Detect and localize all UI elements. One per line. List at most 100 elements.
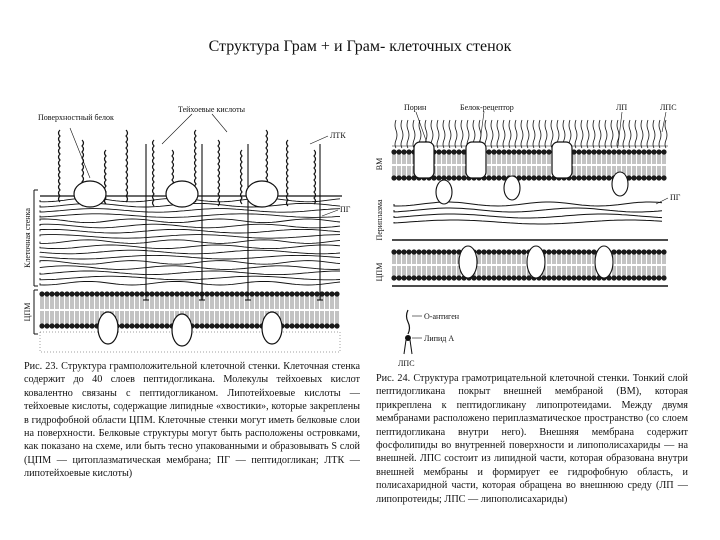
outer-membrane-lipid-head: [641, 149, 647, 155]
lps-chain: [400, 119, 404, 149]
teichoic-chain: [125, 129, 129, 203]
outer-membrane-lipid-head: [396, 175, 402, 181]
phospholipid-head: [44, 323, 50, 329]
lps-chain: [514, 119, 518, 149]
outer-membrane-lipid-head: [631, 175, 637, 181]
phospholipid-head: [219, 323, 225, 329]
peptidoglycan-strand: [39, 228, 341, 234]
lps-chain: [454, 119, 458, 149]
phospholipid-head: [159, 291, 165, 297]
phospholipid-head: [204, 323, 210, 329]
label-lps-bottom: ЛПС: [398, 359, 415, 368]
inner-membrane-lipid-head: [446, 249, 452, 255]
phospholipid-head: [254, 291, 260, 297]
outer-membrane-lipid-head: [521, 175, 527, 181]
label-surface-protein: Поверхностный белок: [38, 113, 114, 122]
outer-membrane-lipid-head: [431, 175, 437, 181]
outer-membrane-lipid-head: [436, 149, 442, 155]
lps-chain: [442, 119, 446, 149]
outer-membrane-lipid-head: [636, 149, 642, 155]
outer-membrane-lipid-head: [626, 149, 632, 155]
porin: [413, 141, 435, 179]
phospholipid-head: [139, 291, 145, 297]
membrane-proteins: [413, 141, 629, 279]
phospholipid-head: [194, 291, 200, 297]
phospholipid-head: [159, 323, 165, 329]
phospholipid-head: [294, 323, 300, 329]
inner-membrane-lipid-head: [481, 249, 487, 255]
phospholipid-head: [209, 323, 215, 329]
outer-membrane-lipid-head: [571, 175, 577, 181]
inner-membrane-lipid-head: [426, 249, 432, 255]
inner-membrane-protein: [458, 245, 478, 279]
inner-membrane-lipid-head: [616, 249, 622, 255]
lps-chain: [598, 119, 602, 149]
caption-left-prefix: Рис. 23.: [24, 361, 59, 372]
inner-membrane-lipid-head: [416, 275, 422, 281]
outer-membrane-lipid-head: [446, 149, 452, 155]
outer-membrane-lipid-head: [536, 149, 542, 155]
phospholipid-head: [239, 323, 245, 329]
inner-membrane-lipid-head: [581, 249, 587, 255]
phospholipid-head: [114, 291, 120, 297]
slide-title: Структура Грам + и Грам- клеточных стено…: [208, 38, 512, 55]
inner-membrane-lipid-head: [506, 249, 512, 255]
inner-membrane-lipid-head: [521, 275, 527, 281]
phospholipid-head: [284, 323, 290, 329]
outer-membrane-lipid-head: [641, 175, 647, 181]
lps-chain: [460, 119, 464, 149]
phospholipid-head: [84, 323, 90, 329]
outer-membrane-lipid-head: [526, 175, 532, 181]
inner-membrane-lipid-head: [476, 249, 482, 255]
teichoic-chain: [57, 129, 61, 203]
teichoic-chain: [217, 139, 221, 207]
inner-membrane-lipid-head: [506, 275, 512, 281]
inner-membrane-lipid-head: [451, 249, 457, 255]
phospholipid-head: [294, 291, 300, 297]
outer-membrane-lipid-head: [531, 175, 537, 181]
phospholipid-head: [64, 291, 70, 297]
phospholipid-head: [89, 323, 95, 329]
phospholipid-head: [289, 323, 295, 329]
outer-membrane-lipid-head: [636, 175, 642, 181]
lps-chain: [610, 119, 614, 149]
outer-membrane-lipid-head: [446, 175, 452, 181]
peptidoglycan-strand: [393, 207, 663, 213]
label-pg-right: ПГ: [670, 193, 681, 202]
inner-membrane-lipid-head: [481, 275, 487, 281]
phospholipid-head: [129, 323, 135, 329]
inner-membrane-lipid-head: [546, 275, 552, 281]
outer-membrane-lipid-head: [651, 149, 657, 155]
surface-protein: [73, 180, 107, 208]
inner-membrane-lipid-head: [441, 249, 447, 255]
inner-membrane-lipid-head: [496, 275, 502, 281]
peptidoglycan-strand: [39, 265, 341, 270]
peptidoglycan-strand: [393, 213, 663, 219]
inner-membrane-lipid-head: [521, 249, 527, 255]
phospholipid-head: [54, 291, 60, 297]
inner-membrane-lipid-head: [631, 275, 637, 281]
phospholipid-head: [134, 291, 140, 297]
phospholipid-head: [79, 323, 85, 329]
phospholipid-head: [319, 323, 325, 329]
inner-membrane-lipid-head: [431, 249, 437, 255]
outer-membrane-lipid-head: [391, 149, 397, 155]
phospholipid-head: [289, 291, 295, 297]
inner-membrane-lipid-head: [486, 249, 492, 255]
outer-membrane-lipid-head: [401, 175, 407, 181]
peptidoglycan-strand: [393, 201, 663, 207]
label-lps: ЛПС: [660, 103, 677, 112]
outer-membrane-lipid-head: [586, 175, 592, 181]
outer-membrane-lipid-head: [461, 149, 467, 155]
lps-chain: [538, 119, 542, 149]
caption-right-prefix: Рис. 24.: [376, 373, 411, 384]
phospholipid-head: [279, 291, 285, 297]
phospholipid-head: [94, 291, 100, 297]
outer-membrane-lipid-head: [596, 175, 602, 181]
gram-positive-diagram: Клеточная стенка ЦПМ Поверхностный белок…: [22, 104, 360, 356]
phospholipid-head: [209, 291, 215, 297]
inner-membrane-lipid-head: [556, 249, 562, 255]
inner-membrane-lipid-head: [646, 249, 652, 255]
phospholipid-head: [194, 323, 200, 329]
inner-membrane-lipid-head: [441, 275, 447, 281]
